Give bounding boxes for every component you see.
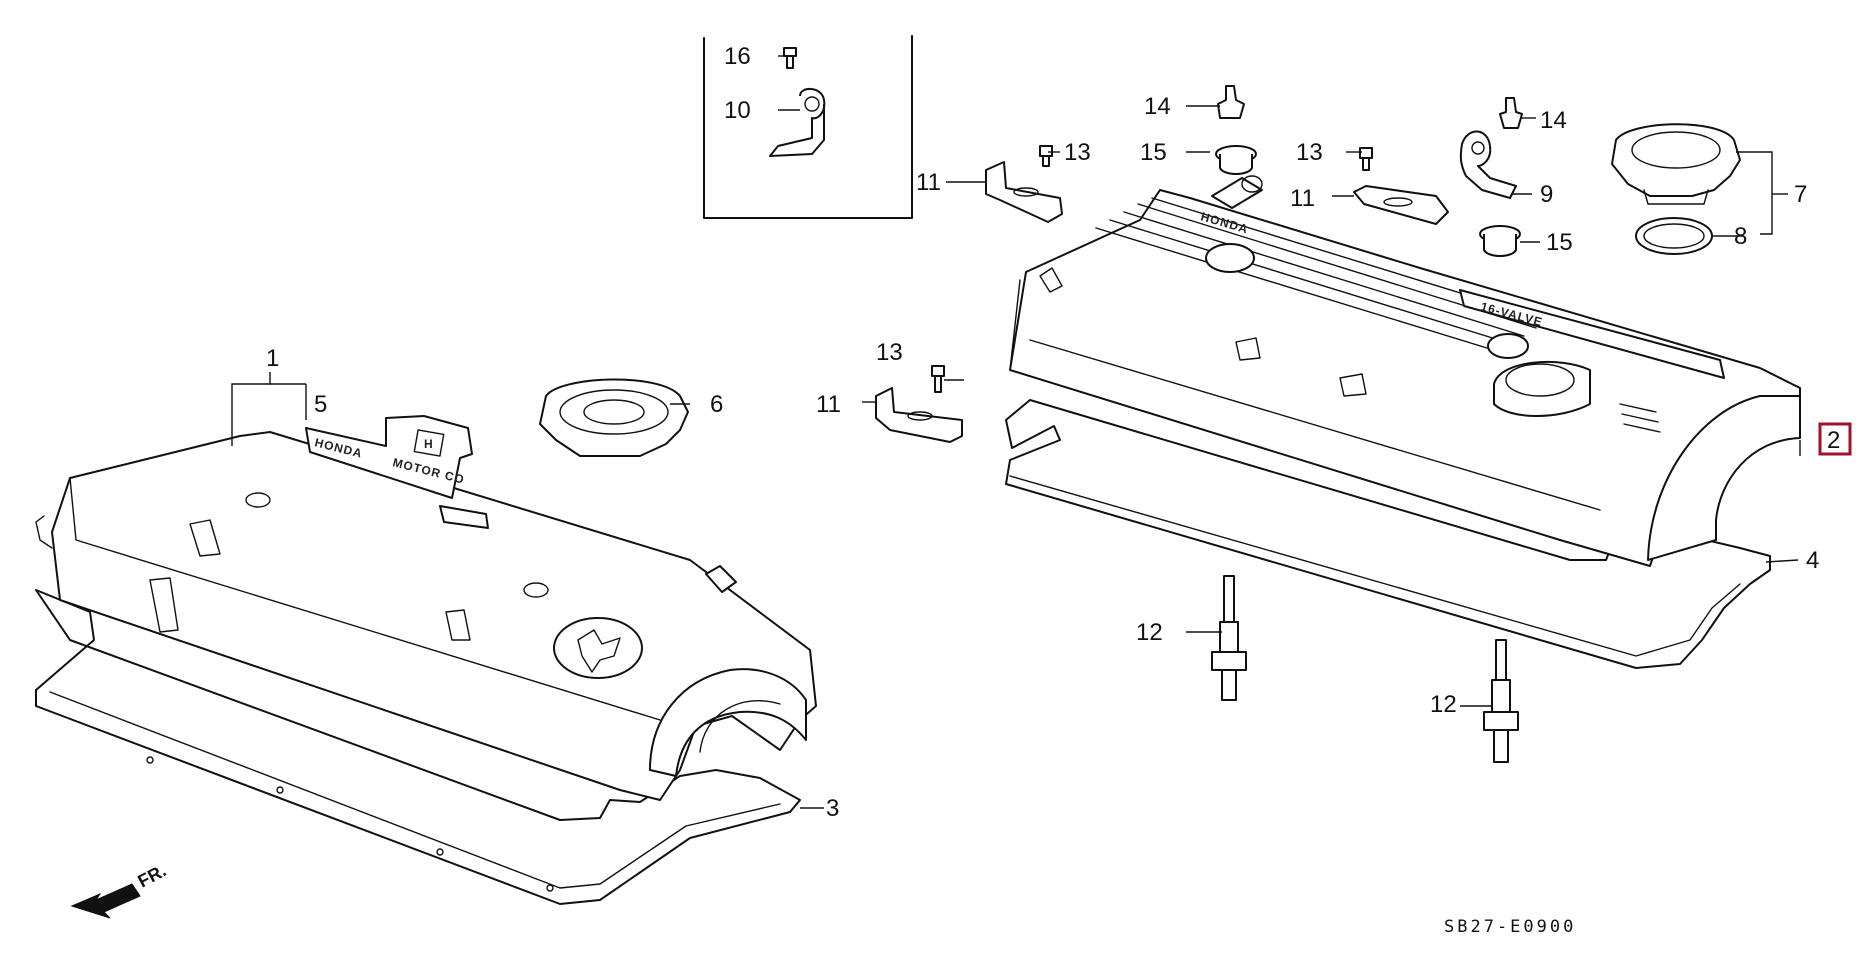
bracket-11-middle-part [875, 365, 963, 443]
callout-12-lower[interactable]: 12 [1430, 691, 1457, 718]
callout-11-top-middle[interactable]: 11 [1290, 185, 1315, 212]
callout-5[interactable]: 5 [314, 391, 327, 418]
inset-box [703, 35, 913, 219]
grommet-15-left-part [1215, 145, 1257, 175]
callout-12-upper[interactable]: 12 [1136, 619, 1163, 646]
callout-16[interactable]: 16 [724, 43, 751, 70]
oil-cap-6-part [539, 378, 689, 457]
callout-13-top-middle[interactable]: 13 [1296, 139, 1323, 166]
gasket-4-part [1005, 399, 1771, 669]
callout-4[interactable]: 4 [1806, 547, 1819, 574]
fastener-14-right-part [1499, 97, 1523, 129]
emblem-5-part: HONDA MOTOR CO H [305, 415, 489, 529]
front-direction-indicator: FR. [70, 860, 169, 919]
emblem-logo-text: H [424, 437, 434, 451]
callout-9[interactable]: 9 [1540, 181, 1553, 208]
callout-3[interactable]: 3 [826, 795, 839, 822]
fastener-14-left-part [1217, 85, 1245, 119]
callout-14-right[interactable]: 14 [1540, 107, 1567, 134]
bracket-11-top-middle-part [1353, 147, 1449, 225]
callout-1[interactable]: 1 [266, 345, 279, 372]
front-arrow-icon [70, 883, 141, 919]
seal-8-part [1635, 217, 1713, 255]
callout-15-left[interactable]: 15 [1140, 139, 1167, 166]
callout-11-middle[interactable]: 11 [816, 391, 841, 418]
callout-13-top-left[interactable]: 13 [1064, 139, 1091, 166]
callout-11-top-left[interactable]: 11 [916, 169, 941, 196]
callout-8[interactable]: 8 [1734, 223, 1747, 250]
callout-13-middle[interactable]: 13 [876, 339, 903, 366]
callout-10[interactable]: 10 [724, 97, 751, 124]
bracket-11-top-left-part [985, 145, 1063, 223]
left-cover-assembly [35, 431, 817, 905]
leader-lines [231, 55, 1801, 809]
bolt-16-part [783, 47, 797, 69]
stud-12-lower-part [1483, 639, 1519, 763]
clamp-9-part [1459, 130, 1517, 199]
callout-15-right[interactable]: 15 [1546, 229, 1573, 256]
diagram-code: SB27-E0900 [1444, 917, 1576, 937]
oil-cap-7-part [1611, 123, 1741, 205]
clamp-10-part [769, 88, 826, 157]
right-cover-assembly: 16-VALVE HONDA [1005, 175, 1801, 669]
callouts: 1 5 6 3 16 10 11 13 14 15 13 11 14 9 15 … [266, 43, 1852, 822]
callout-2-highlight-box [1818, 422, 1852, 456]
grommet-15-right-part [1479, 225, 1521, 257]
callout-2[interactable]: 2 [1827, 427, 1840, 454]
callout-7[interactable]: 7 [1794, 181, 1807, 208]
front-direction-label: FR. [134, 860, 169, 891]
callout-6[interactable]: 6 [710, 391, 723, 418]
gasket-3-part [35, 589, 801, 905]
stud-12-upper-part [1211, 575, 1247, 701]
callout-14-left[interactable]: 14 [1144, 93, 1171, 120]
